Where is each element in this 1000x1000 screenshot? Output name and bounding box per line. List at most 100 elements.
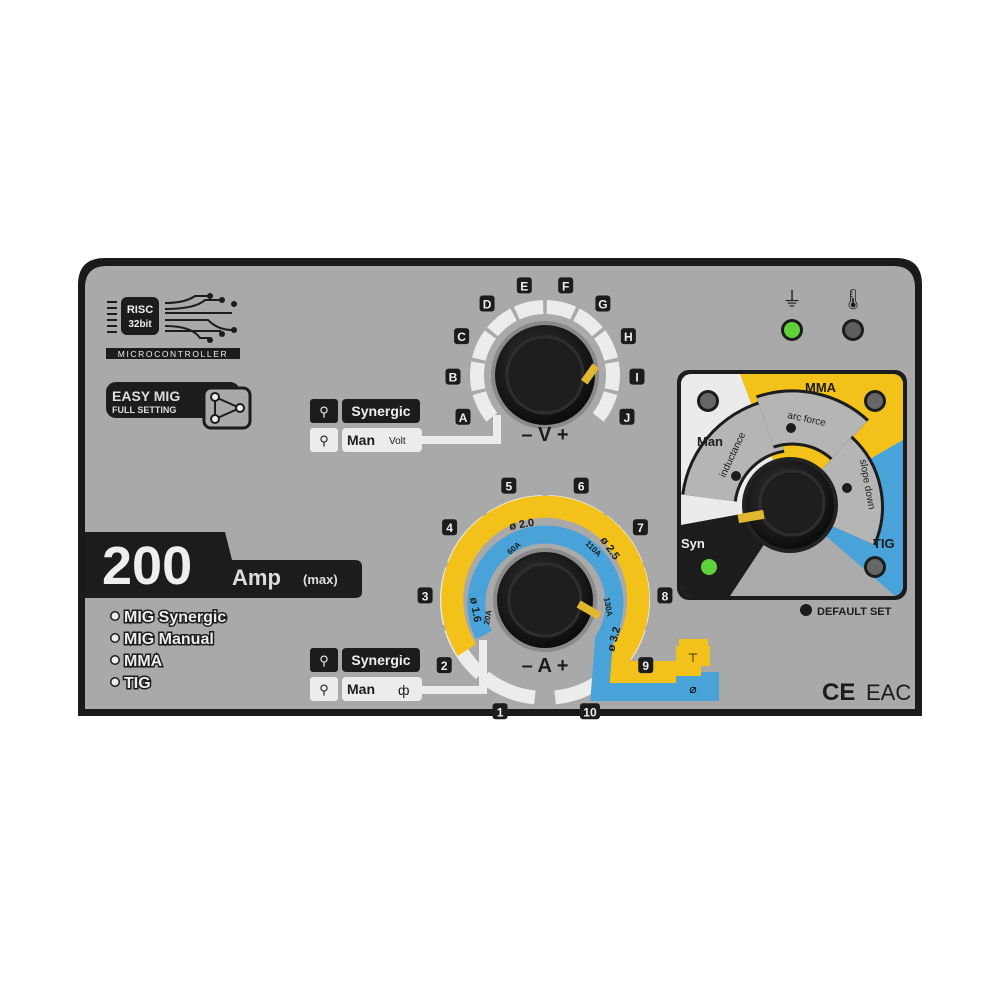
svg-text:Man: Man — [697, 434, 723, 449]
rating-banner: 200 Amp (max) — [85, 532, 362, 598]
scale-label-bg — [579, 703, 600, 720]
scale-label: B — [449, 371, 458, 385]
scale-label: I — [635, 371, 638, 385]
scale-label: 8 — [662, 589, 669, 603]
risc-microcontroller-logo: RISC 32bit MICROCONTROLLER — [106, 293, 240, 359]
voltage-man-mode[interactable]: ⚲ Man Volt — [310, 428, 422, 452]
knob-pointer — [580, 363, 600, 385]
scale-label-bg — [501, 477, 517, 494]
microcontroller-label: MICROCONTROLLER — [118, 349, 228, 359]
scale-label: 10 — [583, 705, 597, 719]
tig-torch-icon: ⌀ — [689, 682, 696, 696]
scale-label-bg — [657, 587, 673, 604]
scale-segment — [472, 330, 497, 362]
scale-label: E — [520, 279, 528, 293]
mma-electrode-icon: ⊤ — [688, 651, 698, 665]
mma-led — [867, 393, 883, 409]
scale-label: 5 — [505, 480, 512, 494]
scale-label-bg — [629, 368, 645, 385]
scale-segment — [604, 361, 620, 392]
scale-label-bg — [455, 408, 471, 425]
svg-text:ø 1.6: ø 1.6 — [467, 596, 483, 623]
svg-text:Syn: Syn — [681, 536, 705, 551]
scale-label: F — [562, 279, 569, 293]
scale-label-bg — [620, 328, 636, 345]
amp-knob[interactable] — [497, 552, 602, 648]
power-led — [784, 322, 800, 338]
scale-label-bg — [454, 328, 470, 345]
scale-segment — [472, 390, 498, 422]
voltage-scale-segments — [470, 300, 620, 422]
scale-label-bg — [492, 703, 508, 720]
process-selector-knob[interactable] — [737, 461, 834, 549]
svg-text:(max): (max) — [303, 572, 338, 587]
voltage-knob[interactable] — [495, 325, 600, 425]
tig-led — [867, 559, 883, 575]
svg-text:ø 2.0: ø 2.0 — [508, 517, 535, 533]
scale-label: 6 — [578, 480, 585, 494]
scale-label: 2 — [441, 659, 448, 673]
svg-text:FULL SETTING: FULL SETTING — [112, 405, 176, 415]
scale-segment — [487, 308, 518, 337]
ce-mark: CE — [822, 679, 855, 706]
scale-label: 4 — [446, 521, 453, 535]
scale-label-bg — [516, 277, 532, 294]
scale-label-bg — [445, 368, 461, 385]
amp-caption: – A + — [522, 655, 569, 677]
scale-segment — [513, 300, 544, 320]
scale-label: H — [624, 330, 633, 344]
svg-text:20A: 20A — [482, 609, 493, 625]
scale-label: 9 — [642, 659, 649, 673]
scale-label: G — [598, 298, 607, 312]
wire-diameter-arc — [441, 495, 708, 683]
svg-text:Volt: Volt — [389, 436, 406, 447]
svg-text:Man: Man — [347, 432, 375, 448]
syn-led — [701, 559, 717, 575]
scale-segment — [572, 308, 603, 337]
mode-list: MIG Synergic MIG Manual MMA TIG — [110, 608, 228, 694]
svg-text:Man: Man — [347, 681, 375, 697]
scale-label-bg — [558, 277, 574, 294]
scale-label: 7 — [637, 521, 644, 535]
svg-text:RISC: RISC — [127, 304, 153, 316]
knob-pointer — [737, 509, 765, 524]
scale-label-bg — [632, 519, 648, 536]
power-plug-icon: ⏚ — [782, 289, 802, 311]
thermal-led — [845, 322, 861, 338]
scale-segment — [593, 330, 618, 362]
mig-torch-icon: ⚲ — [319, 682, 329, 697]
amp-synergic-mode[interactable]: ⚲ Synergic — [310, 648, 420, 672]
svg-text:MIG Synergic: MIG Synergic — [124, 609, 226, 626]
svg-text:EASY MIG: EASY MIG — [112, 388, 180, 404]
process-selector: inductance arc force slope down Man Syn … — [677, 370, 907, 618]
mig-torch-icon: ⚲ — [319, 433, 329, 448]
thermometer-icon: 🌡 — [840, 289, 865, 311]
svg-text:TIG: TIG — [124, 675, 151, 692]
scale-label-bg — [417, 587, 433, 604]
svg-text:32bit: 32bit — [128, 319, 152, 330]
scale-segment — [592, 390, 618, 422]
scale-label: D — [483, 298, 492, 312]
amp-man-mode[interactable]: ⚲ Man ф — [310, 677, 422, 701]
scale-label-bg — [573, 477, 589, 494]
scale-label-bg — [436, 657, 452, 674]
svg-text:TIG: TIG — [873, 536, 895, 551]
scale-label: C — [457, 330, 466, 344]
scale-segment — [470, 361, 486, 392]
knob-pointer — [576, 600, 602, 620]
man-led — [700, 393, 716, 409]
scale-label-bg — [442, 519, 458, 536]
mig-torch-icon: ⚲ — [319, 404, 329, 419]
scale-label: 1 — [497, 705, 504, 719]
scale-segment — [480, 671, 536, 705]
eac-mark: EAC — [866, 680, 911, 705]
scale-label: J — [624, 411, 631, 425]
easy-mig-badge: EASY MIG FULL SETTING — [106, 382, 252, 430]
current-arc — [467, 525, 719, 701]
default-set-label: DEFAULT SET — [817, 606, 892, 618]
svg-text:Synergic: Synergic — [351, 403, 410, 419]
voltage-caption: – V + — [521, 424, 568, 446]
scale-label: A — [459, 411, 468, 425]
voltage-synergic-mode[interactable]: ⚲ Synergic — [310, 399, 420, 423]
